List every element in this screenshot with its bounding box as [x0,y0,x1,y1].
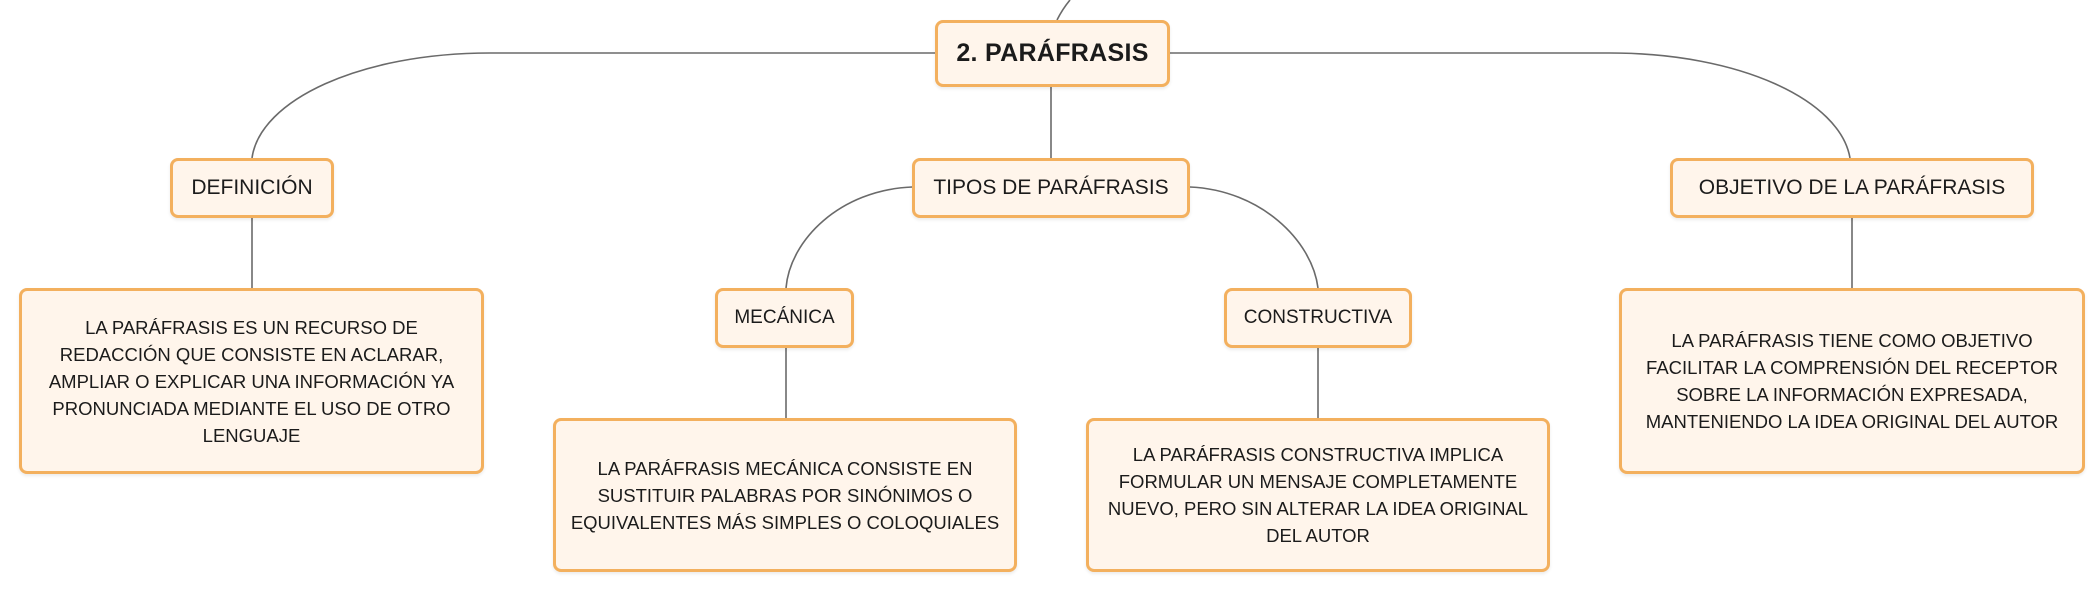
objetivo-node[interactable]: OBJETIVO DE LA PARÁFRASIS [1670,158,2034,218]
mecanica-text: LA PARÁFRASIS MECÁNICA CONSISTE EN SUSTI… [570,457,1000,533]
constructiva-desc-node[interactable]: LA PARÁFRASIS CONSTRUCTIVA IMPLICA FORMU… [1086,418,1550,572]
definicion-node[interactable]: DEFINICIÓN [170,158,334,218]
constructiva-node[interactable]: CONSTRUCTIVA [1224,288,1412,348]
constructiva-text: LA PARÁFRASIS CONSTRUCTIVA IMPLICA FORMU… [1107,444,1529,546]
root-title: 2. PARÁFRASIS [956,39,1149,67]
tipos-node[interactable]: TIPOS DE PARÁFRASIS [912,158,1190,218]
mecanica-title: MECÁNICA [734,307,835,328]
definicion-title: DEFINICIÓN [191,176,313,199]
tipos-title: TIPOS DE PARÁFRASIS [933,176,1169,199]
connector-to-parent [1056,0,1071,21]
objetivo-text: LA PARÁFRASIS TIENE COMO OBJETIVO FACILI… [1645,330,2059,432]
connector-tipos-mecanica [785,186,913,289]
connector-tipos-constructiva [1189,186,1319,289]
definicion-desc-node[interactable]: LA PARÁFRASIS ES UN RECURSO DE REDACCIÓN… [19,288,484,474]
constructiva-title: CONSTRUCTIVA [1243,307,1393,328]
objetivo-desc-node[interactable]: LA PARÁFRASIS TIENE COMO OBJETIVO FACILI… [1619,288,2085,474]
root-node[interactable]: 2. PARÁFRASIS [935,20,1170,87]
mecanica-node[interactable]: MECÁNICA [715,288,854,348]
definicion-text: LA PARÁFRASIS ES UN RECURSO DE REDACCIÓN… [48,316,455,446]
objetivo-title: OBJETIVO DE LA PARÁFRASIS [1698,176,2006,199]
connector-root-objetivo [1170,52,1851,159]
connector-root-definicion [251,52,935,159]
mecanica-desc-node[interactable]: LA PARÁFRASIS MECÁNICA CONSISTE EN SUSTI… [553,418,1017,572]
